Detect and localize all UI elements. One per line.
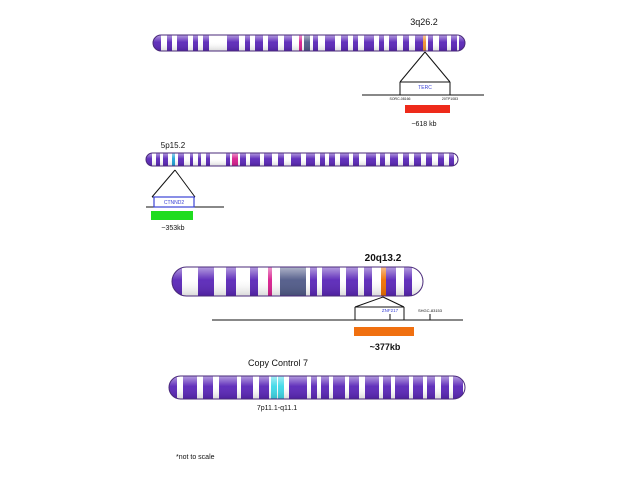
chromosome-3 (152, 34, 466, 52)
footnote: *not to scale (176, 454, 215, 461)
chr3-probe-size: ~618 kb (411, 121, 436, 128)
chr3-right-marker: 20TP1083 (442, 97, 458, 101)
chr5-probe-bar (151, 211, 193, 220)
chromosome-7 (168, 375, 466, 400)
chr20-probe-bar (354, 327, 414, 336)
chr7-control-label: Copy Control 7 (248, 358, 308, 368)
chromosome-5 (145, 152, 459, 167)
chr3-gene-label: TERC (418, 85, 432, 91)
chr3-left-marker: SORC-08166 (389, 97, 410, 101)
chr3-zoom-lines (362, 51, 484, 96)
chr5-band-label: 5p15.2 (161, 141, 186, 150)
chr3-probe-bar (405, 105, 450, 113)
chr5-probe-size: ~353kb (161, 225, 184, 232)
chr20-probe-size: ~377kb (370, 342, 401, 352)
chr7-band-label: 7p11.1-q11.1 (257, 405, 297, 412)
chromosome-20 (171, 266, 424, 297)
chr20-gene-label: ZNF217 (382, 308, 399, 313)
chr3-band-label: 3q26.2 (410, 17, 438, 27)
chr20-right-marker: SHGC-83153 (418, 308, 443, 313)
chr20-band-label: 20q13.2 (365, 253, 402, 264)
chr20-zoom-lines (212, 296, 463, 321)
chr5-gene-box (153, 196, 195, 208)
chr5-zoom-lines (146, 169, 224, 208)
chr5-gene-label: CTNND2 (164, 200, 184, 206)
